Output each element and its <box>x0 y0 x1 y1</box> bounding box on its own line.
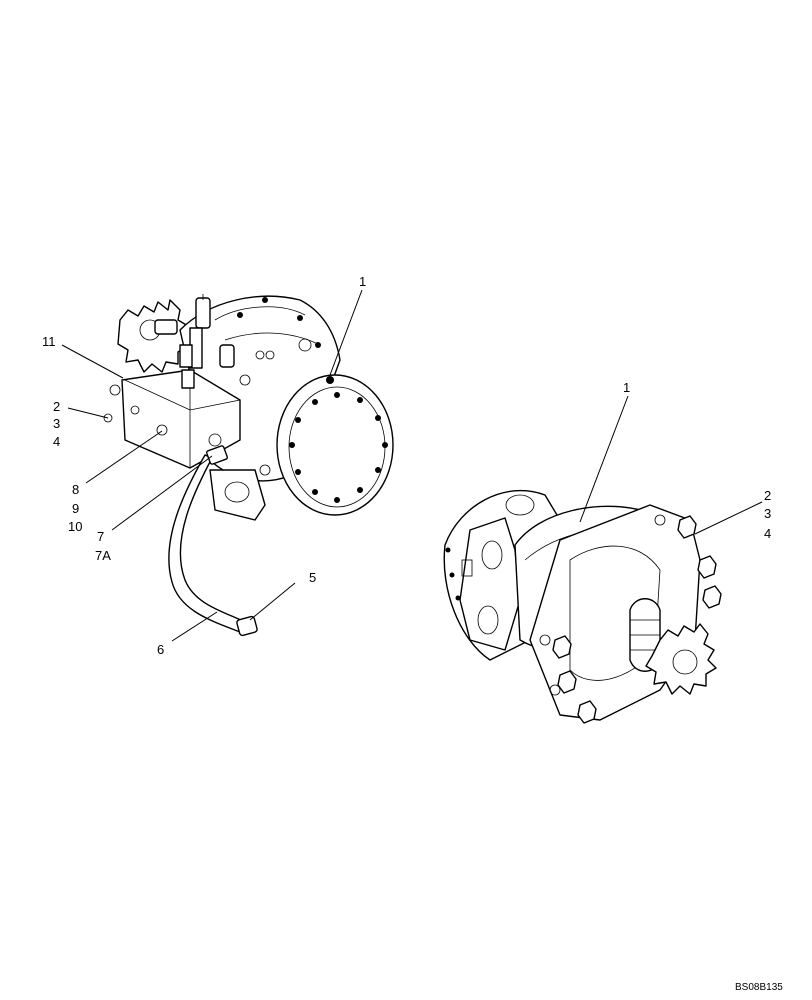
right-drive-motor-assembly <box>443 490 722 724</box>
callout-left-1: 1 <box>359 274 366 289</box>
callout-left-3: 3 <box>53 416 60 431</box>
left-drive-motor-assembly <box>103 294 394 637</box>
callout-left-11: 11 <box>42 334 56 349</box>
leader-lines <box>61 289 763 642</box>
callout-right-1: 1 <box>623 380 630 395</box>
left-solenoid <box>154 294 235 389</box>
left-fitting-cap <box>236 615 258 637</box>
right-flange-bolts <box>552 515 722 724</box>
callout-left-4: 4 <box>53 434 60 449</box>
right-port-block <box>459 517 521 651</box>
callout-left-7: 7 <box>97 529 104 544</box>
callout-right-3: 3 <box>764 506 771 521</box>
callout-left-8: 8 <box>72 482 79 497</box>
callout-left-7a: 7A <box>95 548 111 563</box>
callout-left-10: 10 <box>68 519 82 534</box>
left-sprocket <box>117 299 189 373</box>
left-port-flange <box>209 464 271 521</box>
callout-right-4: 4 <box>764 526 771 541</box>
reference-code: BS08B135 <box>735 982 783 993</box>
left-end-cover <box>276 374 394 516</box>
callout-labels: 1 11 2 3 4 8 9 10 7 7A 5 6 1 2 3 4 <box>42 274 771 657</box>
right-sprocket <box>645 623 717 695</box>
callout-right-2: 2 <box>764 488 771 503</box>
callout-left-9: 9 <box>72 501 79 516</box>
callout-left-6: 6 <box>157 642 164 657</box>
callout-left-2: 2 <box>53 399 60 414</box>
callout-left-5: 5 <box>309 570 316 585</box>
